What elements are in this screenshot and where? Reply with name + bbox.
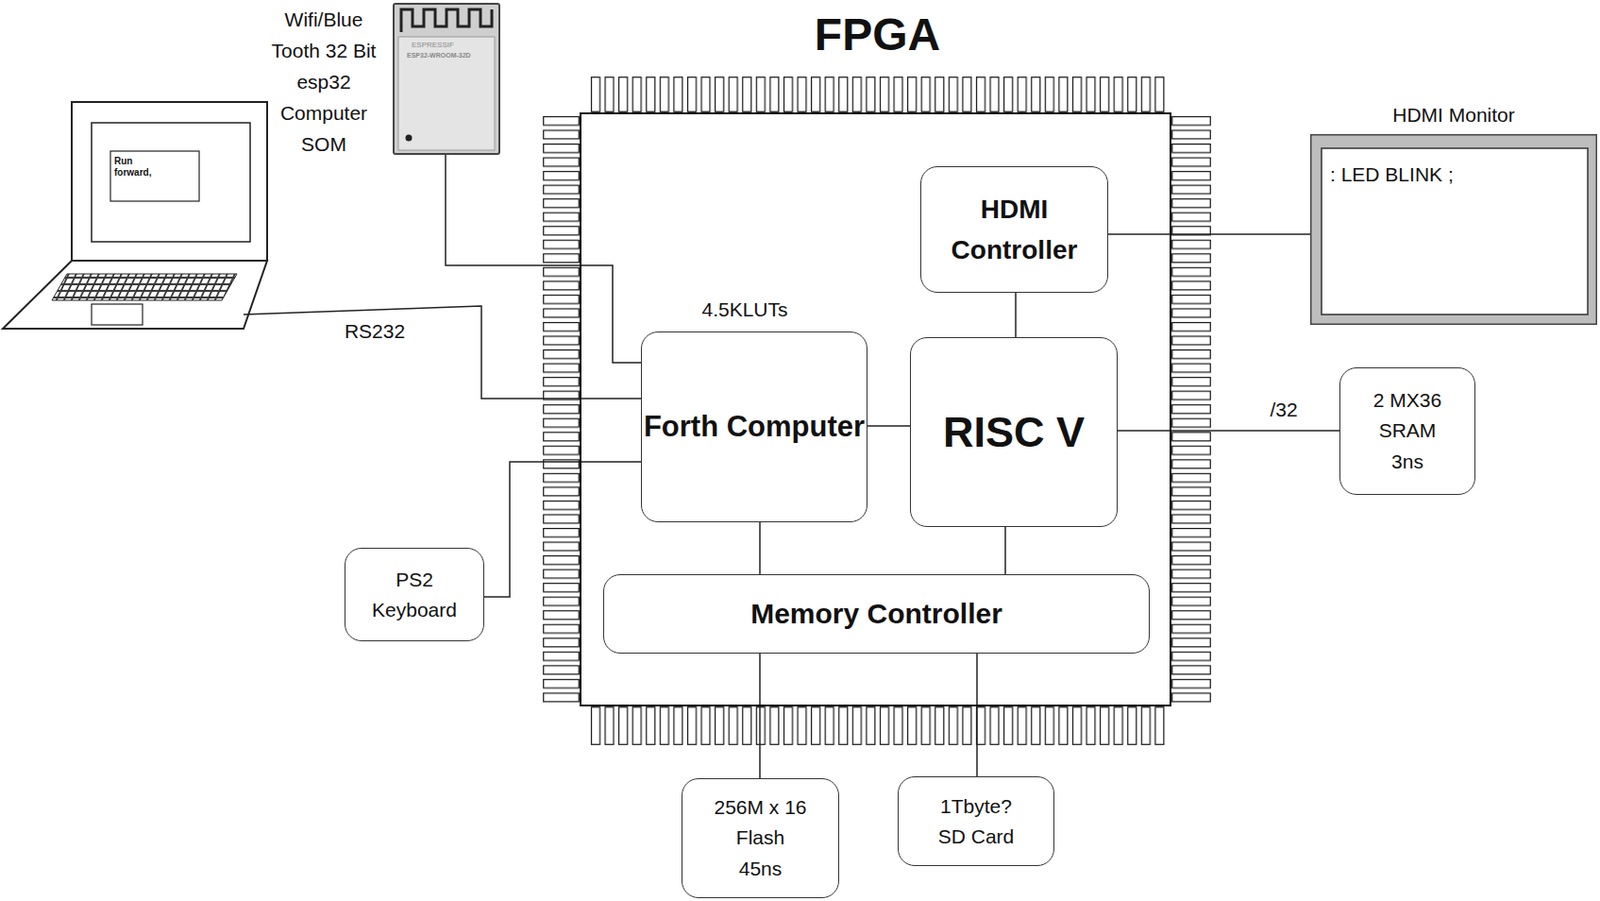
wire	[1014, 292, 1017, 337]
laptop-screen	[91, 122, 251, 242]
node-label: RISC V	[943, 406, 1085, 458]
keyboard	[51, 273, 237, 301]
node-label: 1Tbyte? SD Card	[928, 791, 1024, 851]
flash-chip: 256M x 16 Flash 45ns	[681, 777, 840, 898]
pin-column	[1171, 114, 1212, 705]
node-label: Run forward,	[114, 155, 158, 179]
node-heading: 4.5KLUTs	[623, 297, 867, 321]
pin-row	[589, 76, 1167, 113]
forth-computer: 4.5KLUTsForth Computer	[640, 331, 868, 523]
node-label: Wifi/Blue Tooth 32 Bit esp32 Computer SO…	[266, 3, 382, 160]
node-heading: HDMI Monitor	[1310, 102, 1598, 127]
memory-controller: Memory Controller	[603, 573, 1150, 654]
sram-chip: 2 MX36 SRAM 3ns	[1339, 367, 1476, 495]
wire	[1004, 526, 1007, 574]
node-label: FPGA	[581, 8, 1174, 61]
node-label: 2 MX36 SRAM 3ns	[1363, 385, 1453, 478]
monitor-frame	[1311, 134, 1598, 325]
sd-card: 1Tbyte? SD Card	[897, 775, 1055, 866]
wire	[1117, 429, 1340, 432]
monitor-screen	[1321, 148, 1588, 315]
node-label: HDMI Controller	[921, 188, 1108, 271]
wire	[445, 154, 641, 363]
screen-window	[110, 151, 200, 202]
node-label: : LED BLINK ;	[1330, 162, 1585, 186]
laptop-base	[2, 260, 268, 329]
wire	[758, 653, 761, 778]
module-outline	[393, 3, 500, 154]
laptop: Run forward,	[2, 101, 268, 329]
node-label: Forth Computer	[643, 404, 865, 450]
signal-label: RS232	[342, 320, 407, 343]
touchpad	[91, 303, 143, 325]
pin1-dot	[405, 134, 413, 142]
wire	[976, 653, 978, 776]
node-label: Memory Controller	[750, 596, 1003, 631]
signal-label: /32	[1267, 398, 1299, 422]
wire	[758, 522, 761, 574]
hdmi-monitor: HDMI Monitor: LED BLINK ;	[1310, 134, 1598, 325]
laptop-lid	[71, 101, 268, 261]
fpga-chip: FPGAHDMI Controller4.5KLUTsForth Compute…	[579, 112, 1172, 707]
esp32-module: Wifi/Blue Tooth 32 Bit esp32 Computer SO…	[392, 2, 501, 155]
node-label: 256M x 16 Flash 45ns	[712, 791, 809, 885]
chip-body	[579, 112, 1172, 707]
pin-column	[542, 114, 580, 705]
module-marking: ESPRESSIF	[411, 41, 455, 51]
node-label: PS2 Keyboard	[367, 564, 462, 624]
hdmi-controller: HDMI Controller	[920, 166, 1109, 293]
risc-v-core: RISC V	[909, 336, 1118, 527]
module-marking: ESP32-WROOM-32D	[406, 51, 472, 60]
wire	[1108, 233, 1311, 236]
antenna	[401, 9, 492, 33]
ps2-keyboard: PS2 Keyboard	[344, 547, 485, 641]
pin-row	[589, 706, 1167, 745]
wire	[867, 424, 910, 427]
module-shield	[398, 36, 495, 151]
